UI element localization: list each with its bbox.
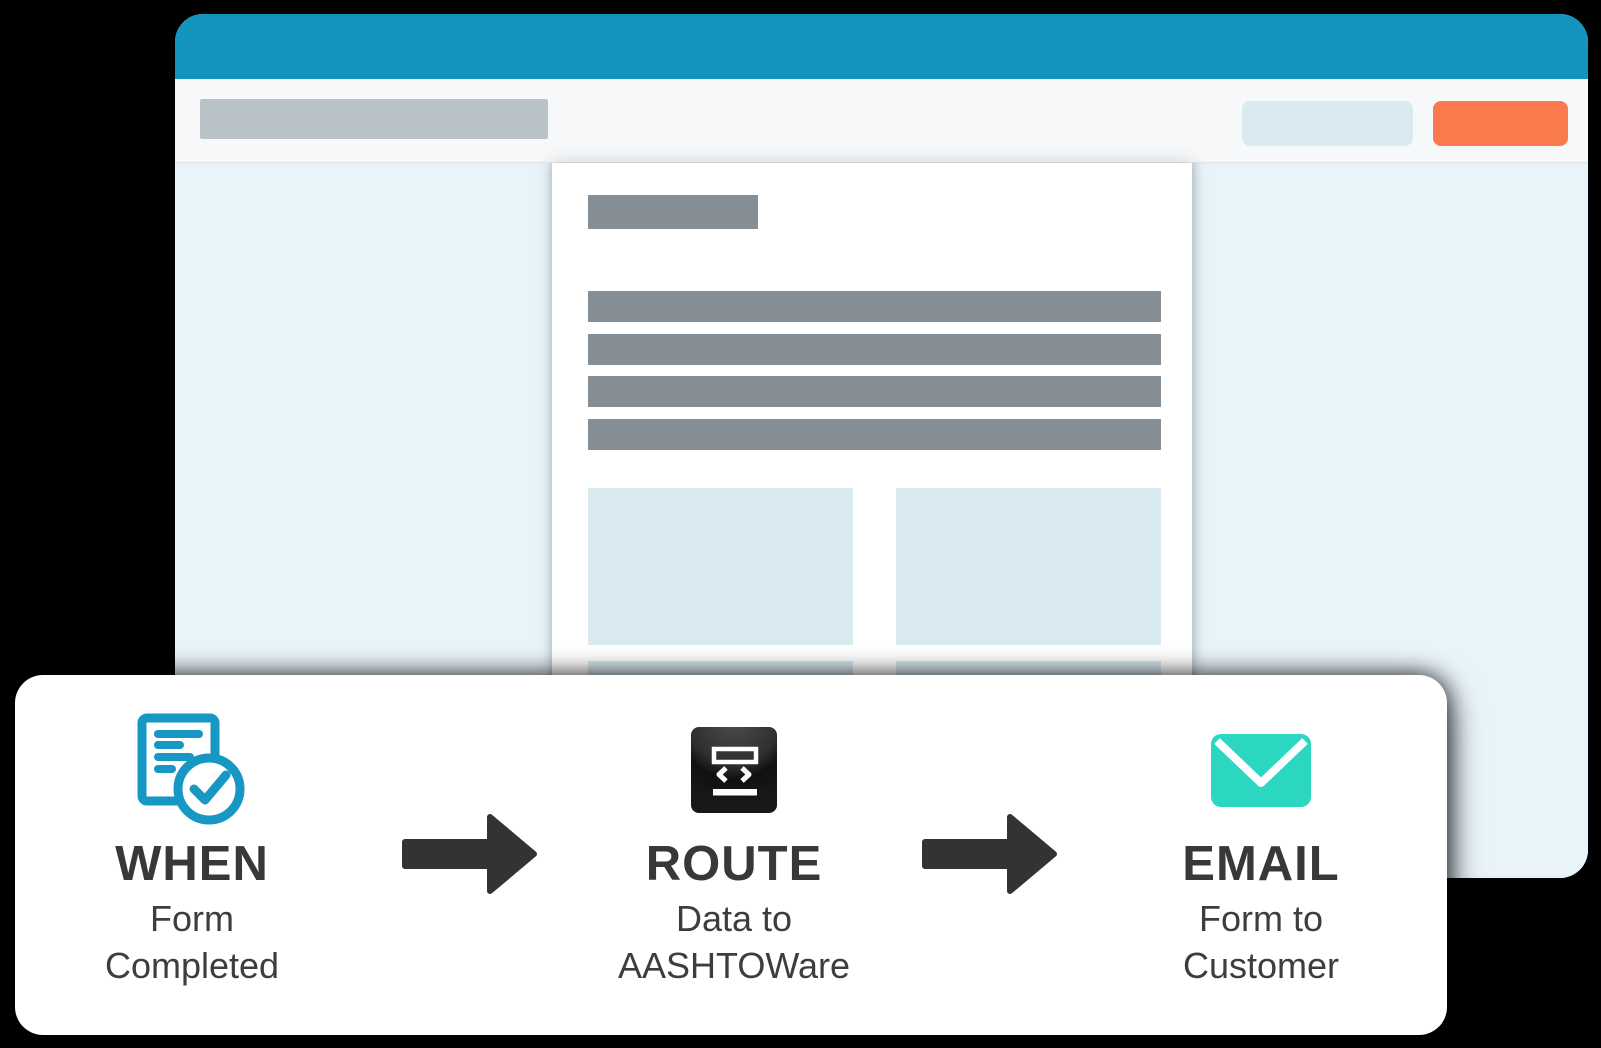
page-title-placeholder xyxy=(588,195,758,229)
arrow-right-icon xyxy=(402,809,538,899)
arrow-right-icon xyxy=(922,809,1058,899)
text-line-placeholder xyxy=(588,419,1161,450)
workflow-step-route: ROUTE Data to AASHTOWare xyxy=(564,711,904,989)
step-title: EMAIL xyxy=(1182,837,1340,891)
envelope-icon xyxy=(1211,711,1311,829)
primary-button[interactable] xyxy=(1433,101,1568,146)
form-check-icon xyxy=(136,711,248,829)
workflow-step-email: EMAIL Form to Customer xyxy=(1091,711,1431,989)
route-data-icon xyxy=(691,711,777,829)
text-line-placeholder xyxy=(588,334,1161,365)
text-line-placeholder xyxy=(588,376,1161,407)
text-line-placeholder xyxy=(588,291,1161,322)
step-title: WHEN xyxy=(115,837,269,891)
step-subtitle: Data to AASHTOWare xyxy=(617,898,851,986)
workflow-card: WHEN Form Completed xyxy=(15,675,1447,1035)
workflow-step-when: WHEN Form Completed xyxy=(22,711,362,989)
address-bar-placeholder[interactable] xyxy=(200,99,548,139)
field-block-placeholder xyxy=(588,488,853,645)
step-title: ROUTE xyxy=(645,837,823,891)
secondary-button[interactable] xyxy=(1242,101,1413,146)
window-title-bar xyxy=(175,14,1588,79)
step-subtitle: Form Completed xyxy=(104,898,280,986)
window-toolbar xyxy=(175,79,1588,163)
field-block-placeholder xyxy=(896,488,1161,645)
step-subtitle: Form to Customer xyxy=(1182,898,1340,986)
